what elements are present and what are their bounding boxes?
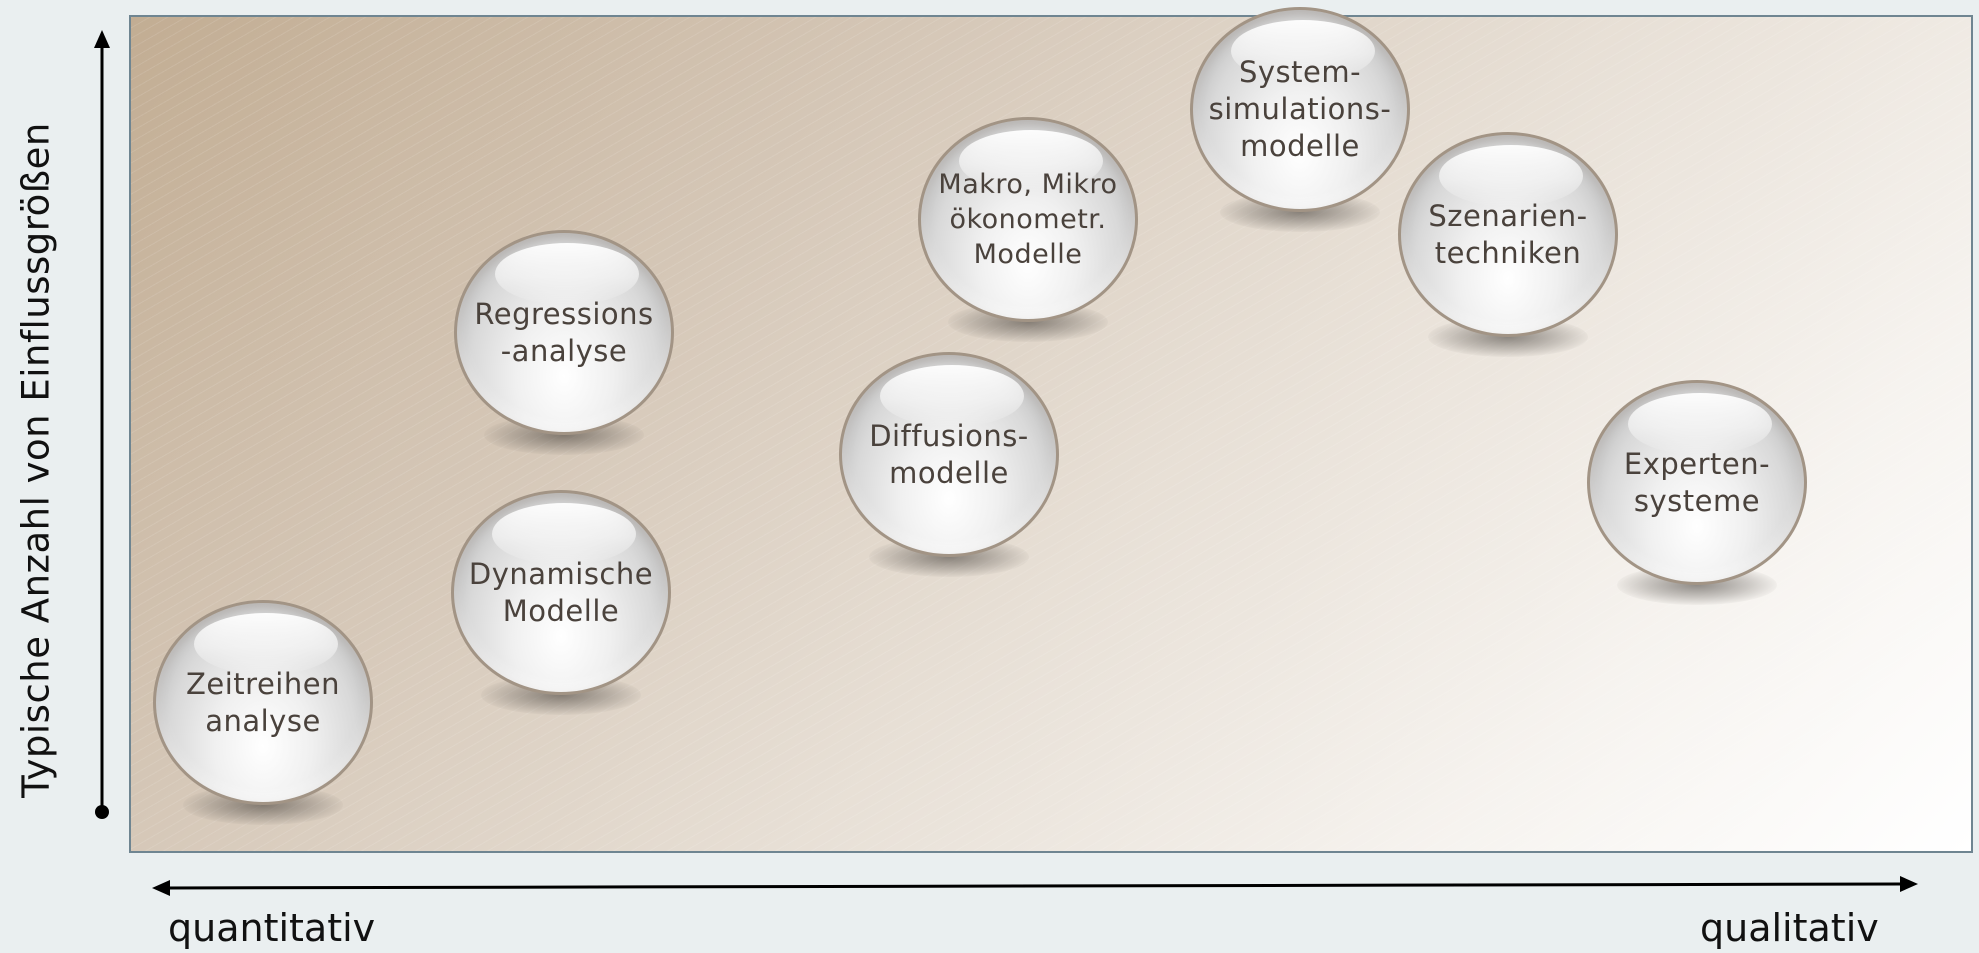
bubble-sphere: System- simulations- modelle xyxy=(1190,7,1410,212)
bubble-highlight xyxy=(1628,393,1772,455)
y-axis-origin-dot xyxy=(95,805,109,819)
bubble-highlight xyxy=(880,365,1024,427)
bubble-label: Dynamische Modelle xyxy=(468,556,654,628)
y-axis-title: Typische Anzahl von Einflussgrößen xyxy=(14,122,58,798)
bubble-expertensysteme: Experten- systeme xyxy=(1587,380,1807,605)
bubble-label: Experten- systeme xyxy=(1623,446,1771,518)
bubble-label: Szenarien- techniken xyxy=(1428,198,1588,270)
bubble-zeitreihenanalyse: Zeitreihen analyse xyxy=(153,600,373,825)
bubble-highlight xyxy=(1231,20,1375,82)
bubble-sphere: Szenarien- techniken xyxy=(1398,132,1618,337)
bubble-sphere: Regressions -analyse xyxy=(454,230,674,435)
x-axis-label-qualitative: qualitativ xyxy=(1700,906,1879,950)
bubble-label: Makro, Mikro ökonometr. Modelle xyxy=(938,169,1118,270)
bubble-label: Diffusions- modelle xyxy=(869,418,1029,490)
bubble-oekonometrische-modelle: Makro, Mikro ökonometr. Modelle xyxy=(918,117,1138,342)
x-axis-label-quantitative: quantitativ xyxy=(168,906,376,950)
bubble-regressionsanalyse: Regressions -analyse xyxy=(454,230,674,455)
y-axis-arrowhead xyxy=(94,30,110,48)
bubble-label: Zeitreihen analyse xyxy=(186,666,340,738)
bubble-sphere: Diffusions- modelle xyxy=(839,352,1059,557)
bubble-szenarientechniken: Szenarien- techniken xyxy=(1398,132,1618,357)
bubble-sphere: Makro, Mikro ökonometr. Modelle xyxy=(918,117,1138,322)
bubble-label: System- simulations- modelle xyxy=(1208,55,1392,163)
bubble-highlight xyxy=(1439,145,1583,207)
bubble-highlight xyxy=(495,243,639,305)
bubble-label: Regressions -analyse xyxy=(474,296,654,368)
bubble-sphere: Experten- systeme xyxy=(1587,380,1807,585)
bubble-highlight xyxy=(959,130,1103,192)
bubble-dynamische-modelle: Dynamische Modelle xyxy=(451,490,671,715)
bubble-sphere: Zeitreihen analyse xyxy=(153,600,373,805)
bubble-systemsimulationsmodelle: System- simulations- modelle xyxy=(1190,7,1410,232)
bubble-diffusionsmodelle: Diffusions- modelle xyxy=(839,352,1059,577)
x-axis-right-arrowhead xyxy=(1900,876,1918,892)
bubble-highlight xyxy=(194,613,338,675)
x-axis-left-arrowhead xyxy=(152,880,170,896)
x-axis-line xyxy=(164,882,1903,890)
bubble-highlight xyxy=(492,503,636,565)
bubble-sphere: Dynamische Modelle xyxy=(451,490,671,695)
